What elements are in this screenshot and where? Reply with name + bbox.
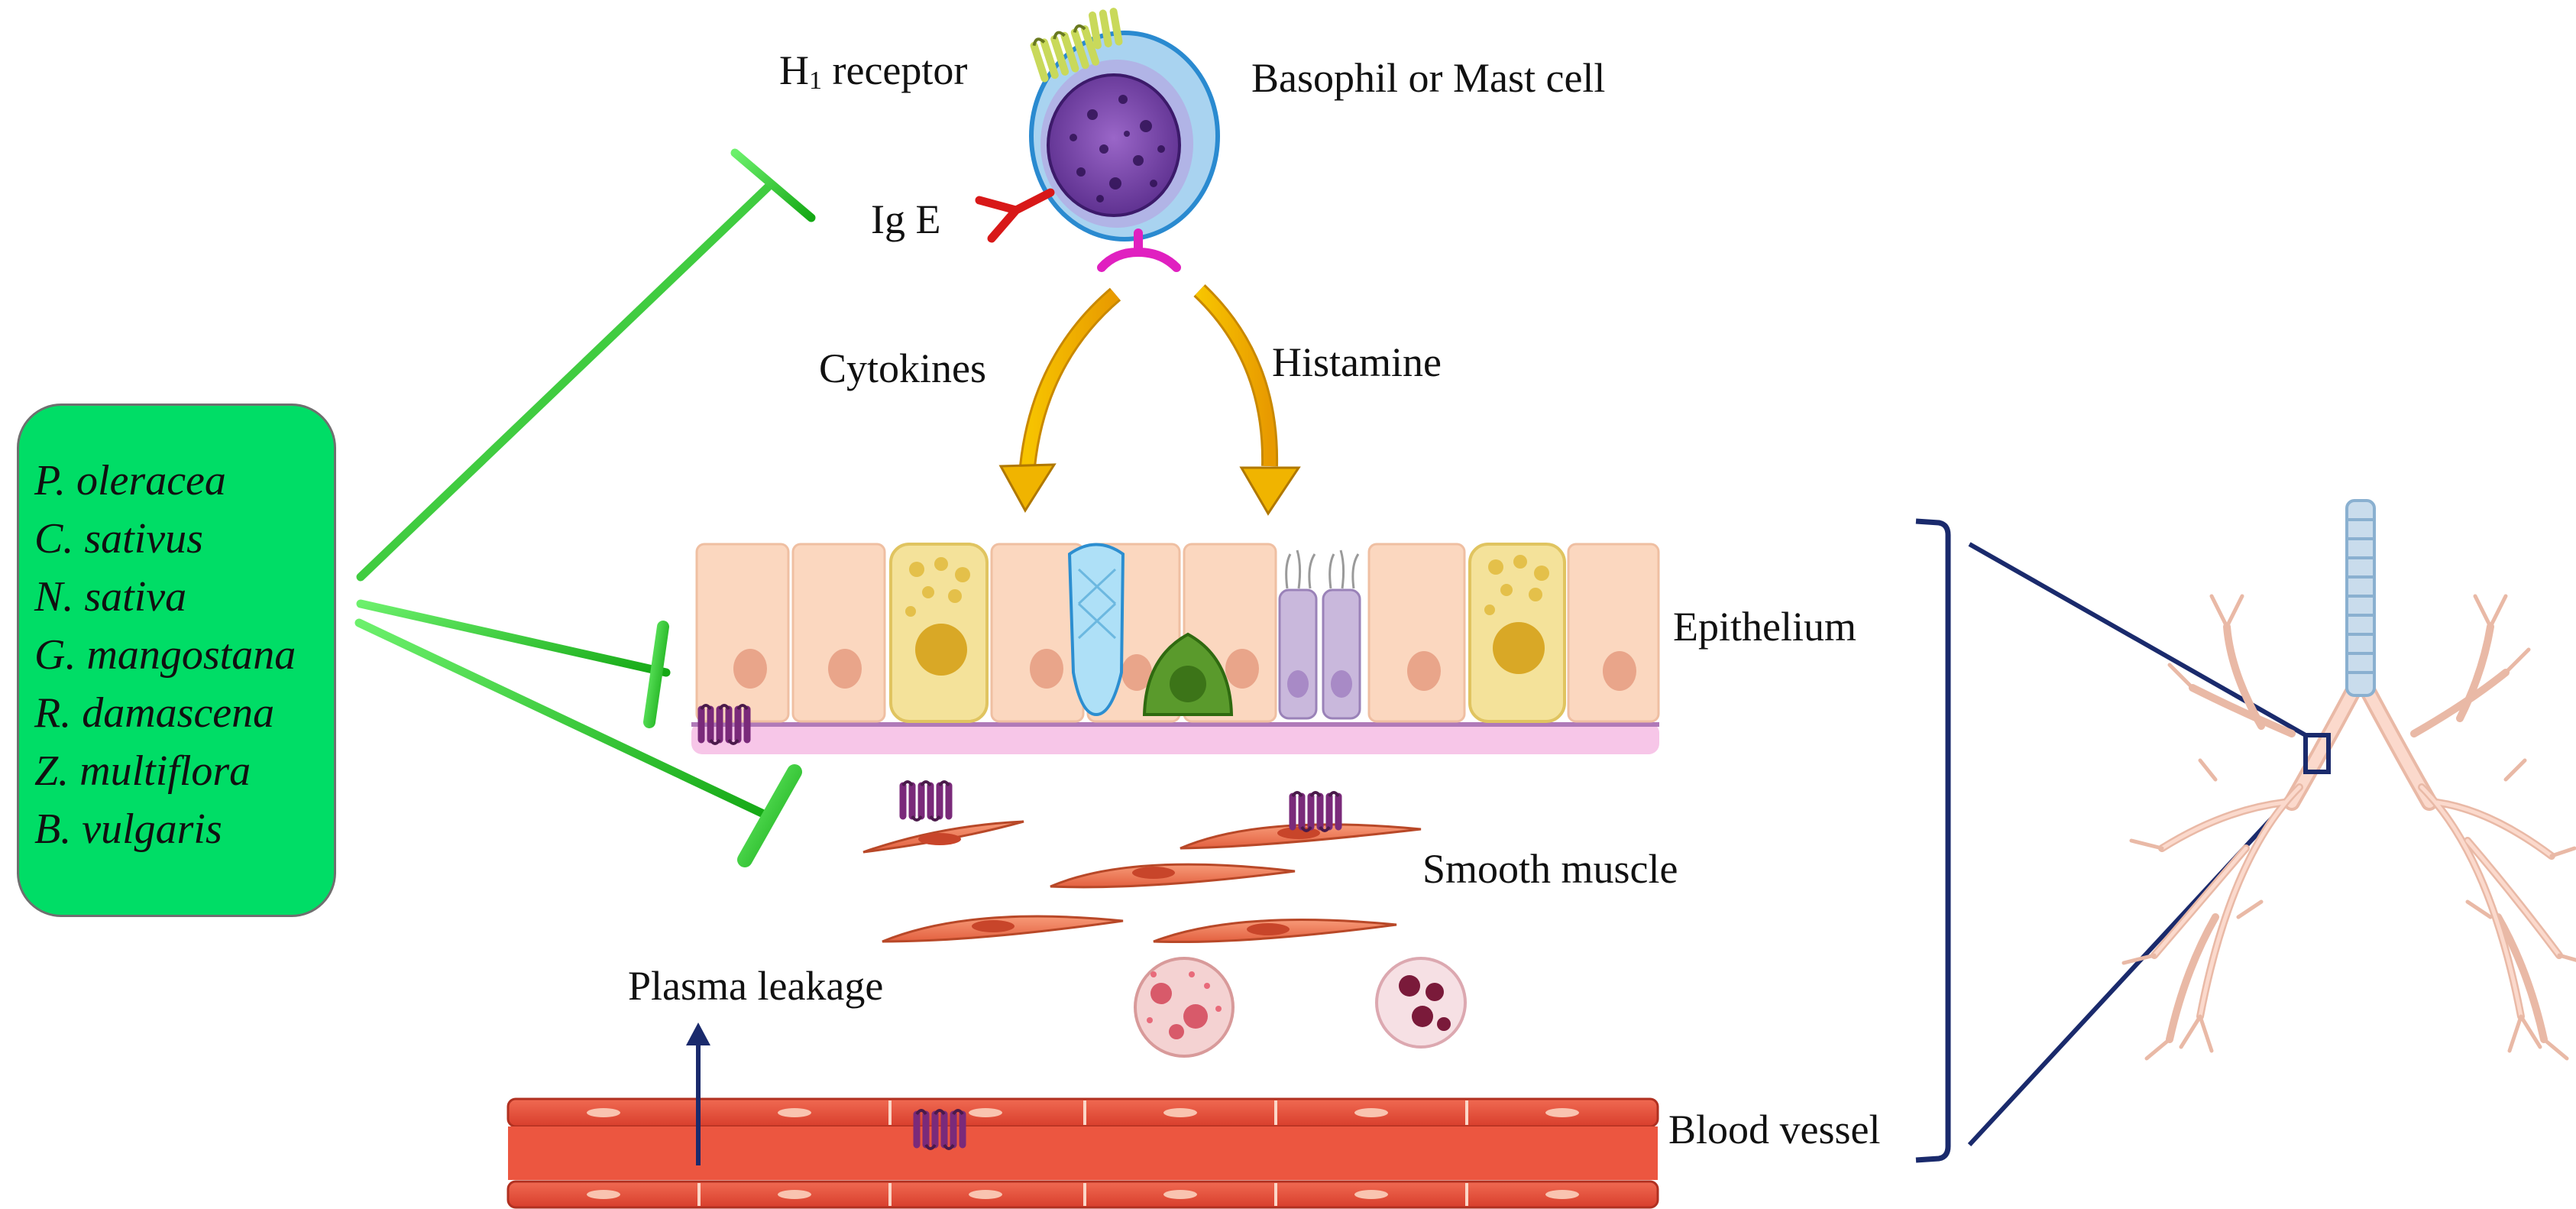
plant-extract-item: C. sativus: [34, 515, 203, 562]
plant-extract-item: Z. multiflora: [34, 747, 251, 795]
h1-receptor-cluster-icon: [1030, 8, 1123, 83]
eosinophil-icon: [1134, 957, 1235, 1058]
smooth-muscle-h1-receptor-icon: [903, 782, 949, 820]
histamine-label: Histamine: [1272, 339, 1442, 385]
cytokines-arrow: [998, 287, 1121, 513]
inhibition-line-to-mast-cell: [356, 148, 816, 582]
goblet-cell: [1468, 543, 1566, 723]
mast-cell-receptor-icon: [1097, 229, 1181, 272]
plant-extract-item: P. oleracea: [34, 457, 226, 504]
inhibition-line-to-epithelium: [356, 599, 671, 728]
mast-cell: [1029, 31, 1220, 241]
basophil-label: Basophil or Mast cell: [1251, 55, 1605, 101]
h1-receptor-label: H1 receptor: [779, 47, 967, 95]
ciliated-cell: [1278, 549, 1361, 720]
smooth-muscle-label: Smooth muscle: [1422, 846, 1678, 892]
plant-extract-item: B. vulgaris: [34, 805, 222, 853]
plasma-leakage-label: Plasma leakage: [628, 963, 883, 1009]
epithelium-label: Epithelium: [1673, 604, 1856, 650]
smooth-muscle-layer: [862, 782, 1422, 944]
plasma-leakage-arrow: [686, 1023, 710, 1165]
plant-extract-box: P. oleracea C. sativus N. sativa G. mang…: [17, 404, 336, 917]
histamine-arrow: [1193, 284, 1301, 516]
cytokines-label: Cytokines: [819, 345, 986, 391]
airway-bracket: [1915, 518, 2317, 1163]
plant-extract-item: G. mangostana: [34, 631, 296, 679]
basal-cell: [1142, 632, 1234, 716]
plant-extract-item: R. damascena: [34, 689, 275, 737]
inhibition-line-to-smooth-muscle: [354, 618, 802, 867]
blood-vessel: [506, 1097, 1659, 1209]
mucous-cell: [1067, 543, 1125, 717]
neutrophil-icon: [1375, 957, 1467, 1049]
epithelium-layer: [691, 543, 1660, 754]
plant-extract-item: N. sativa: [34, 573, 187, 621]
airway-zoom-box: [2303, 733, 2331, 774]
ige-label: Ig E: [871, 196, 940, 242]
ige-antibody-icon: [975, 188, 1055, 243]
lungs-bronchial-tree-icon: [2121, 499, 2576, 1061]
blood-vessel-label: Blood vessel: [1668, 1107, 1881, 1152]
goblet-cell: [889, 543, 989, 723]
